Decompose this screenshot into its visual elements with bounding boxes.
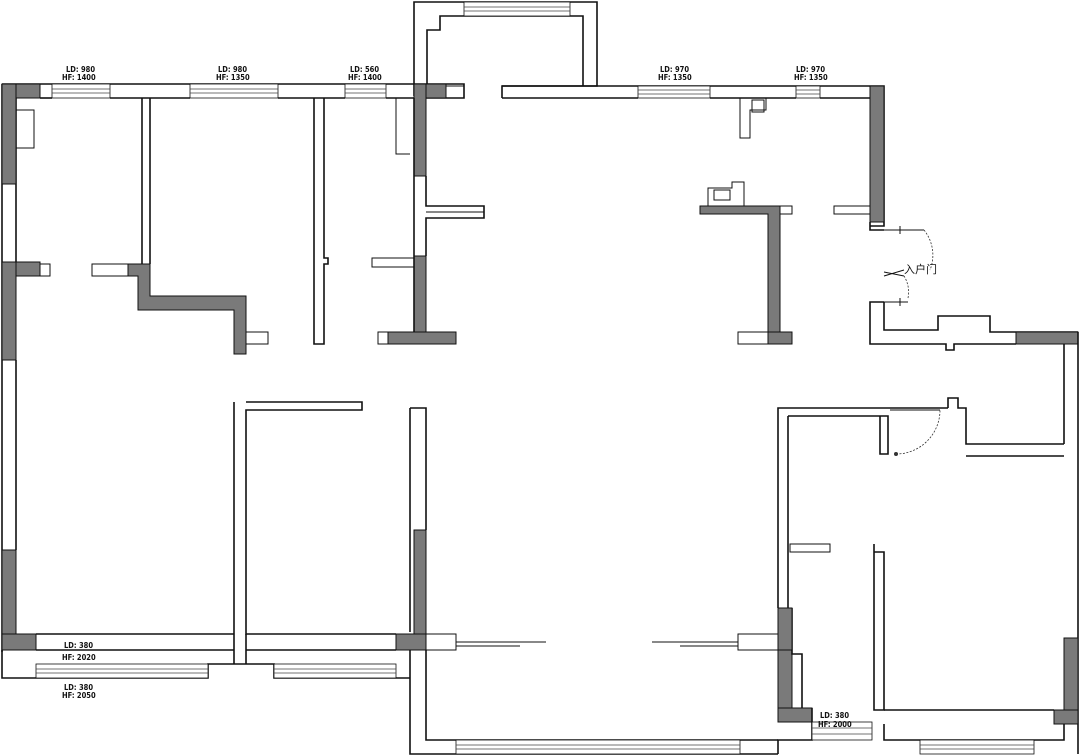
- window-label-hf: HF: 1350: [658, 73, 692, 82]
- window-label-ld: LD: 970: [660, 65, 689, 74]
- window-label-hf: HF: 2020: [62, 653, 96, 662]
- east-wing: [777, 331, 1079, 755]
- window-label-hf: HF: 2000: [818, 720, 852, 729]
- north-wall-right: [502, 85, 885, 227]
- living-room-walls: [395, 407, 793, 755]
- top-bay-walls: [413, 1, 598, 98]
- window-label-ld: LD: 380: [820, 711, 849, 720]
- kitchen-walls: [699, 181, 871, 345]
- window-labels: LD: 980 HF: 1400 LD: 980 HF: 1350 LD: 56…: [62, 65, 852, 729]
- window-label-hf: HF: 2050: [62, 691, 96, 700]
- window-label-ld: LD: 380: [64, 641, 93, 650]
- window-label-ld: LD: 980: [218, 65, 247, 74]
- window-label-ld: LD: 560: [350, 65, 379, 74]
- south-west-rooms: [1, 360, 410, 679]
- window-label-hf: HF: 1350: [794, 73, 828, 82]
- window-label-hf: HF: 1350: [216, 73, 250, 82]
- left-bedrooms: [1, 83, 485, 361]
- window-label-hf: HF: 1400: [62, 73, 96, 82]
- window-label-hf: HF: 1400: [348, 73, 382, 82]
- entrance: 入户门: [869, 222, 1078, 351]
- north-wall-left: [1, 83, 465, 652]
- window-label-ld: LD: 380: [64, 683, 93, 692]
- window-label-ld: LD: 980: [66, 65, 95, 74]
- window-label-ld: LD: 970: [796, 65, 825, 74]
- entrance-label: 入户门: [904, 262, 937, 276]
